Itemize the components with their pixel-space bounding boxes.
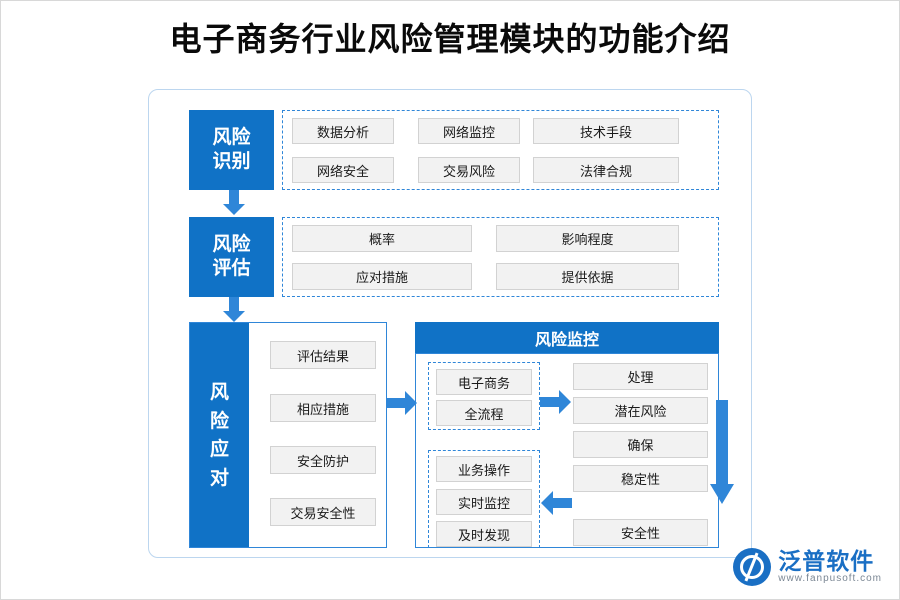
monitor-right-cell-1: 潜在风险 xyxy=(573,397,708,424)
section-respond-group xyxy=(189,322,387,548)
monitor-left-b-cell-2: 及时发现 xyxy=(436,521,532,547)
assess-cell-2: 应对措施 xyxy=(292,263,472,290)
identify-cell-2: 技术手段 xyxy=(533,118,679,144)
identify-cell-4: 交易风险 xyxy=(418,157,520,183)
globe-icon xyxy=(733,548,772,586)
identify-label-line2: 识别 xyxy=(212,150,251,172)
assess-cell-3: 提供依据 xyxy=(496,263,679,290)
monitor-right-cell-4: 安全性 xyxy=(573,519,708,546)
brand-name-en: www.fanpusoft.com xyxy=(778,572,882,584)
arrow-identify-to-assess xyxy=(223,190,245,215)
respond-label-text: 风险应对 xyxy=(209,381,229,489)
brand-logo: 泛普软件 www.fanpusoft.com xyxy=(733,548,882,586)
identify-cell-1: 网络监控 xyxy=(418,118,520,144)
arrow-monitor-left-to-right xyxy=(540,390,571,414)
respond-cell-2: 安全防护 xyxy=(270,446,376,474)
monitor-left-group-b xyxy=(428,450,540,548)
assess-label-line2: 评估 xyxy=(212,257,251,279)
section-respond-label: 风险应对 xyxy=(190,323,249,547)
monitor-left-b-cell-0: 业务操作 xyxy=(436,456,532,482)
monitor-right-cell-0: 处理 xyxy=(573,363,708,390)
section-identify-group xyxy=(282,110,719,190)
monitor-right-cell-3: 稳定性 xyxy=(573,465,708,492)
section-monitor-header: 风险监控 xyxy=(415,322,719,353)
arrow-monitor-right-to-left xyxy=(541,491,572,515)
monitor-left-a-cell-0: 电子商务 xyxy=(436,369,532,395)
assess-label-line1: 风险 xyxy=(212,233,251,256)
identify-label-line1: 风险 xyxy=(212,126,251,149)
page-title: 电子商务行业风险管理模块的功能介绍 xyxy=(169,20,731,58)
identify-cell-3: 网络安全 xyxy=(292,157,394,183)
respond-cell-1: 相应措施 xyxy=(270,394,376,422)
brand-name-cn: 泛普软件 xyxy=(778,548,875,575)
monitor-left-a-cell-1: 全流程 xyxy=(436,400,532,426)
arrow-assess-to-respond xyxy=(223,297,245,322)
section-assess-label: 风险 评估 xyxy=(189,217,274,297)
identify-cell-0: 数据分析 xyxy=(292,118,394,144)
section-identify-label: 风险 识别 xyxy=(189,110,274,190)
assess-cell-0: 概率 xyxy=(292,225,472,252)
identify-cell-5: 法律合规 xyxy=(533,157,679,183)
monitor-left-b-cell-1: 实时监控 xyxy=(436,489,532,515)
respond-cell-0: 评估结果 xyxy=(270,341,376,369)
arrow-monitor-down xyxy=(710,400,734,504)
section-assess-group xyxy=(282,217,719,297)
assess-cell-1: 影响程度 xyxy=(496,225,679,252)
monitor-right-cell-2: 确保 xyxy=(573,431,708,458)
arrow-respond-to-monitor xyxy=(387,391,417,415)
respond-cell-3: 交易安全性 xyxy=(270,498,376,526)
monitor-left-group-a xyxy=(428,362,540,430)
